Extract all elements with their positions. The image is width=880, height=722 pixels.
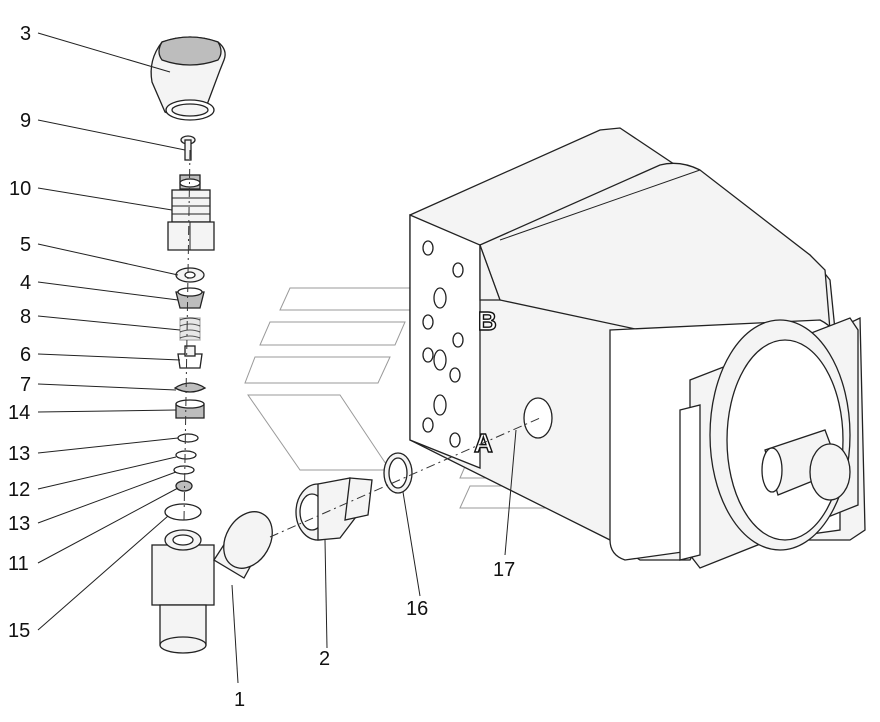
retaining-ring-7 (173, 382, 207, 393)
elbow-fitting-1 (151, 511, 273, 654)
o-ring-12 (175, 450, 197, 460)
callout-6: 6 (20, 344, 31, 366)
cap-3 (150, 36, 226, 121)
callout-2: 2 (319, 648, 330, 670)
callout-14: 14 (8, 402, 30, 424)
callout-11: 11 (8, 553, 29, 575)
o-ring-13-lower (173, 465, 195, 475)
axis-line-vertical (183, 149, 191, 521)
callout-3: 3 (20, 23, 31, 45)
nut-14 (175, 399, 205, 419)
seal-ring-16 (383, 452, 413, 494)
axis-line-horizontal (269, 417, 541, 538)
callout-1: 1 (234, 689, 245, 711)
valve-housing (409, 127, 866, 569)
washer-5 (175, 267, 205, 283)
seat-4 (175, 287, 205, 309)
callout-13-lower: 13 (8, 513, 30, 535)
callout-12: 12 (8, 479, 30, 501)
washer-11 (175, 480, 193, 492)
o-ring-13-upper (177, 433, 199, 443)
adapter-2 (295, 477, 373, 541)
seal-15 (164, 503, 202, 521)
fitting-10 (167, 174, 215, 251)
callout-15: 15 (8, 620, 30, 642)
callout-17: 17 (493, 559, 515, 581)
port-label-b: B (478, 306, 497, 336)
plunger-6 (177, 345, 203, 369)
callout-8: 8 (20, 306, 31, 328)
spring-8 (179, 317, 201, 341)
callout-9: 9 (20, 110, 31, 132)
callout-5: 5 (20, 234, 31, 256)
leader-lines (37, 32, 517, 684)
pin-9 (180, 135, 196, 161)
callout-7: 7 (20, 374, 31, 396)
callout-16: 16 (406, 598, 428, 620)
callout-13-upper: 13 (8, 443, 30, 465)
callout-10: 10 (9, 178, 31, 200)
callout-4: 4 (20, 272, 31, 294)
